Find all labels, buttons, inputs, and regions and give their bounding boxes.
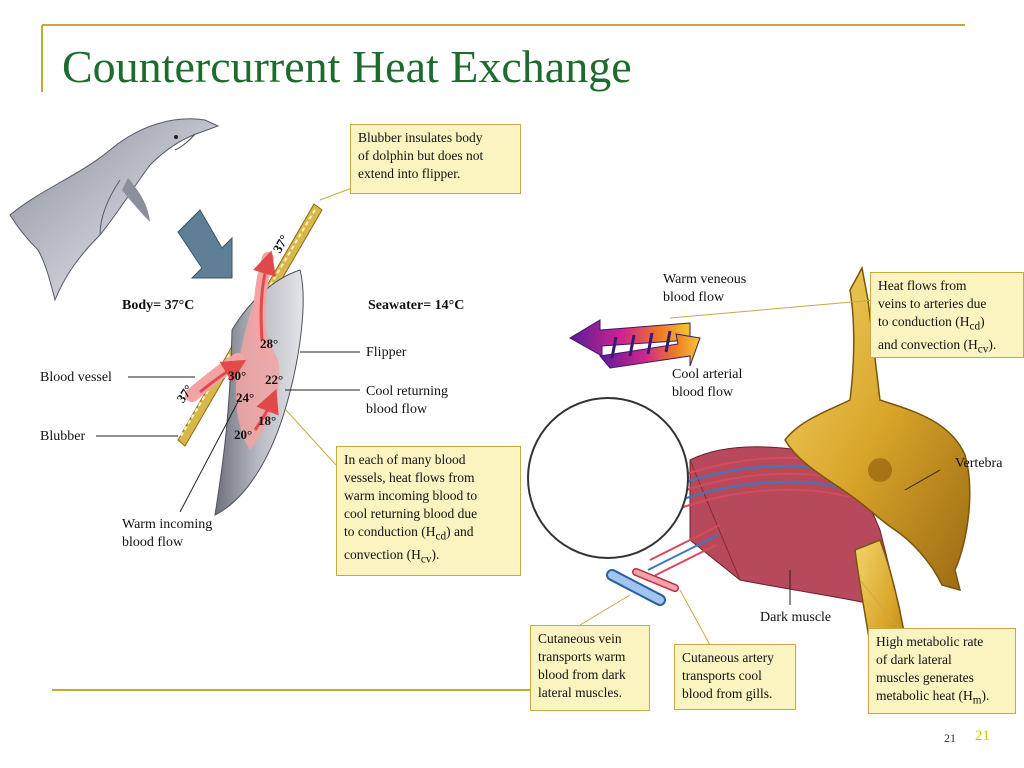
flipper-label: Flipper xyxy=(366,345,407,360)
cutaneous-vein-callout: Cutaneous vein transports warm blood fro… xyxy=(530,625,650,711)
temp-18: 18° xyxy=(258,413,277,428)
warm-veneous-label: Warm veneous blood flow xyxy=(663,272,747,305)
temp-30: 30° xyxy=(228,368,247,383)
temp-24: 24° xyxy=(236,390,255,405)
temp-20: 20° xyxy=(234,427,253,442)
blubber-label: Blubber xyxy=(40,429,86,444)
temp-28: 28° xyxy=(260,336,279,351)
blubber-insulates-callout: Blubber insulates body of dolphin but do… xyxy=(350,124,521,194)
body-temperature-label: Body= 37°C xyxy=(122,298,195,313)
page-number-large: 21 xyxy=(975,728,990,744)
seawater-temperature-label: Seawater= 14°C xyxy=(368,298,465,313)
dark-muscle-label: Dark muscle xyxy=(760,610,832,625)
dolphin-illustration xyxy=(9,118,220,302)
warm-incoming-label: Warm incoming blood flow xyxy=(122,517,213,550)
vertebra-label: Vertebra xyxy=(955,456,1003,471)
page-title: Countercurrent Heat Exchange xyxy=(62,41,632,92)
blood-vessel-label: Blood vessel xyxy=(40,370,112,385)
cutaneous-artery-callout: Cutaneous artery transports cool blood f… xyxy=(674,644,796,710)
temp-22: 22° xyxy=(265,372,284,387)
metabolic-rate-callout: High metabolic rate of dark lateral musc… xyxy=(868,628,1016,714)
heat-flows-vessels-callout: In each of many blood vessels, heat flow… xyxy=(336,446,521,576)
page-number-small: 21 xyxy=(944,731,956,745)
cool-arterial-label: Cool arterial blood flow xyxy=(672,367,743,400)
cool-returning-label: Cool returning blood flow xyxy=(366,384,449,417)
heat-flows-veins-callout: Heat flows from veins to arteries due to… xyxy=(870,272,1024,358)
